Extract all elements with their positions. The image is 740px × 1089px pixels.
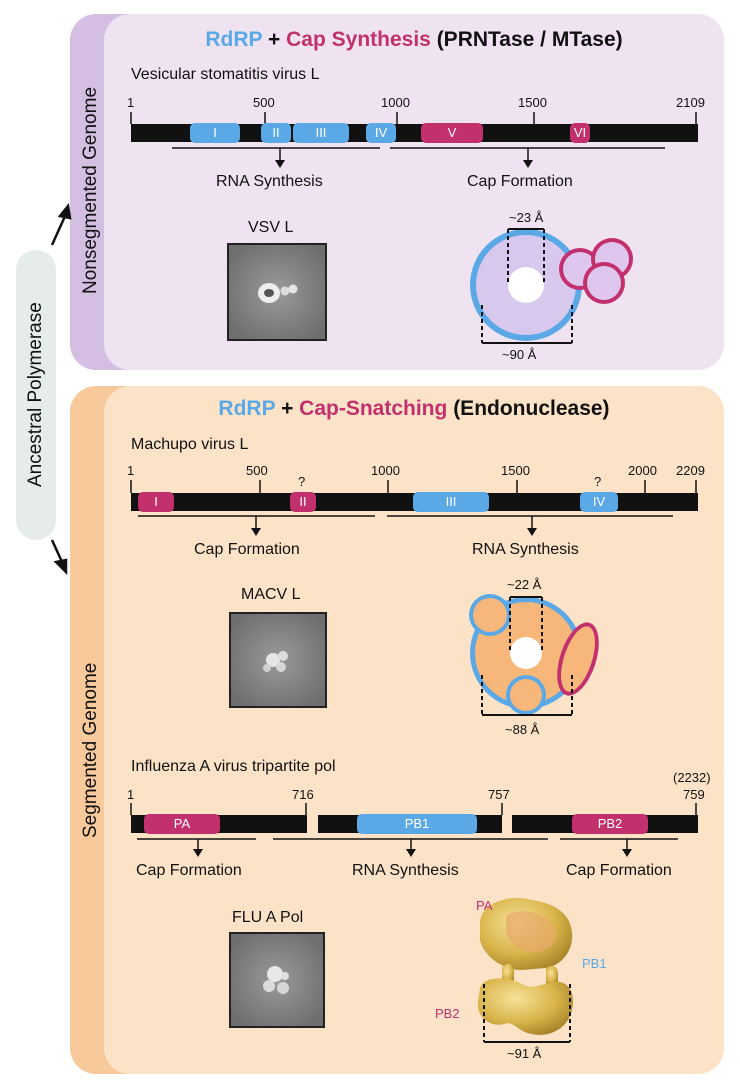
flu-subunit-PA: PA <box>144 814 220 834</box>
bottom-panel-title: RdRP + Cap-Snatching (Endonuclease) <box>104 397 724 421</box>
macv-domain-IV: IV <box>580 492 618 512</box>
vsv-rna-synthesis-label: RNA Synthesis <box>216 173 323 190</box>
macv-tick-1000: 1000 <box>371 463 400 478</box>
plus-text: + <box>268 28 281 51</box>
flu-em-label: FLU A Pol <box>232 909 304 926</box>
vsv-em-label: VSV L <box>248 219 294 236</box>
rdrp-title-text: RdRP <box>205 28 263 51</box>
vsv-domain-III: III <box>293 123 349 143</box>
flu-struct-label-PB1: PB1 <box>582 956 607 971</box>
flu-structure-render <box>477 898 574 1043</box>
macv-em-label: MACV L <box>241 586 301 603</box>
macv-question-II: ? <box>298 474 306 489</box>
vsv-structure-schematic <box>470 228 633 344</box>
macv-tick-2209: 2209 <box>676 463 705 478</box>
macv-tick-1500: 1500 <box>501 463 530 478</box>
vsv-protein-label: Vesicular stomatitis virus L <box>131 66 320 83</box>
cap-synthesis-title-text: Cap Synthesis <box>286 28 431 51</box>
flu-cap-formation-label-2: Cap Formation <box>566 862 672 879</box>
flu-protein-label: Influenza A virus tripartite pol <box>131 758 336 775</box>
macv-domain-I: I <box>138 492 174 512</box>
macv-tick-500: 500 <box>246 463 268 478</box>
tick-1: 1 <box>127 95 135 110</box>
vsv-dim-small: ~23 Å <box>509 210 544 225</box>
mechanism-title-text: (PRNTase / MTase) <box>436 28 623 51</box>
flu-struct-label-PA: PA <box>476 898 493 913</box>
flu-subunit-PB1: PB1 <box>357 814 477 834</box>
macv-domain-III: III <box>413 492 489 512</box>
vsv-cap-formation-label: Cap Formation <box>467 173 573 190</box>
vsv-domain-I: I <box>190 123 240 143</box>
flu-tick-716: 716 <box>292 787 314 802</box>
vsv-domain-VI: VI <box>570 123 590 143</box>
endonuclease-title-text: (Endonuclease) <box>453 397 610 420</box>
flu-dim-label: ~91 Å <box>507 1046 542 1061</box>
flu-tick-total: (2232) <box>673 770 711 785</box>
tick-1500: 1500 <box>518 95 547 110</box>
flu-struct-label-PB2: PB2 <box>435 1006 460 1021</box>
macv-structure-schematic <box>469 594 599 716</box>
flu-em-image <box>229 932 325 1028</box>
flu-cap-formation-label-1: Cap Formation <box>136 862 242 879</box>
tick-500: 500 <box>253 95 275 110</box>
flu-rna-synthesis-label: RNA Synthesis <box>352 862 459 879</box>
vsv-domain-II: II <box>261 123 291 143</box>
top-panel-title: RdRP + Cap Synthesis (PRNTase / MTase) <box>104 28 724 52</box>
rdrp-title-text-2: RdRP <box>218 397 276 420</box>
plus-text-2: + <box>281 397 294 420</box>
macv-dim-large: ~88 Å <box>505 722 540 737</box>
macv-rna-synthesis-label: RNA Synthesis <box>472 541 579 558</box>
macv-protein-label: Machupo virus L <box>131 436 249 453</box>
macv-domain-II: II <box>290 492 316 512</box>
macv-tick-2000: 2000 <box>628 463 657 478</box>
flu-subunit-PB2: PB2 <box>572 814 648 834</box>
vsv-em-image <box>227 243 327 341</box>
flu-tick-759: 759 <box>683 787 705 802</box>
macv-em-image <box>229 612 327 708</box>
macv-cap-formation-label: Cap Formation <box>194 541 300 558</box>
vsv-dim-large: ~90 Å <box>502 347 537 362</box>
ancestral-polymerase-pill <box>16 250 56 540</box>
tick-2109: 2109 <box>676 95 705 110</box>
cap-snatching-title-text: Cap-Snatching <box>299 397 448 420</box>
nonsegmented-panel <box>104 14 724 370</box>
vsv-domain-IV: IV <box>366 123 396 143</box>
macv-question-IV: ? <box>594 474 602 489</box>
macv-dim-small: ~22 Å <box>507 577 542 592</box>
tick-1000: 1000 <box>381 95 410 110</box>
flu-tick-1: 1 <box>127 787 135 802</box>
flu-tick-757: 757 <box>488 787 510 802</box>
macv-tick-1: 1 <box>127 463 135 478</box>
vsv-domain-V: V <box>421 123 483 143</box>
